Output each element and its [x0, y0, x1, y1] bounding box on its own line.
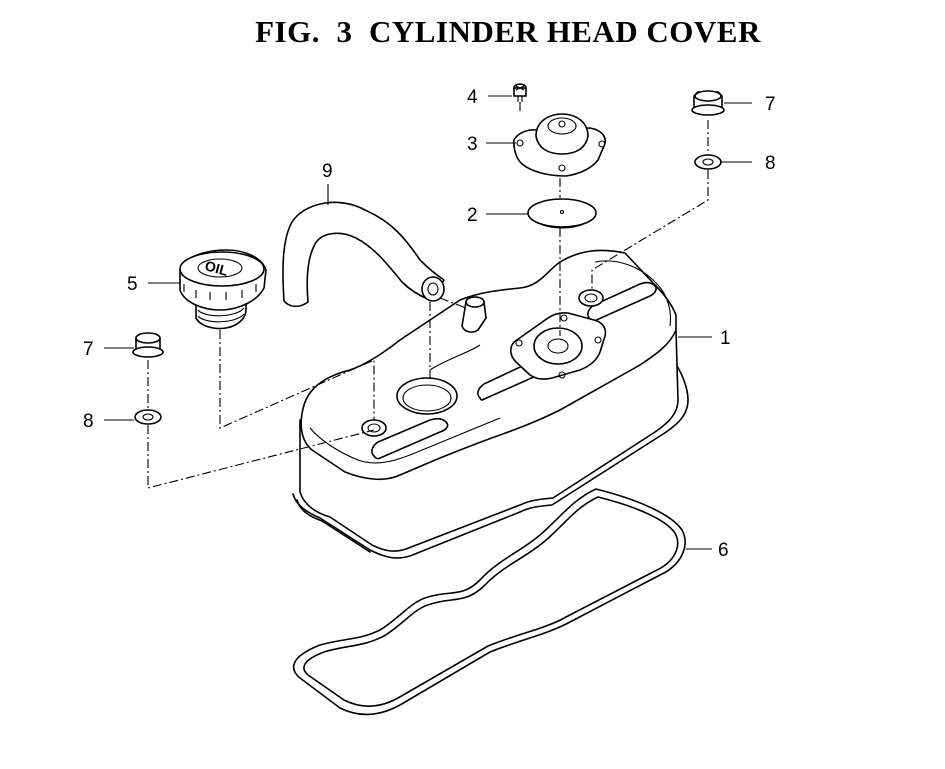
callout-5: 5 [127, 274, 138, 295]
part-9-breather-hose [282, 201, 445, 308]
callout-7-right: 7 [765, 94, 776, 115]
callout-4: 4 [467, 87, 478, 108]
part-8-washer-left [134, 409, 162, 425]
part-6-gasket [292, 488, 686, 716]
callout-2: 2 [467, 205, 478, 226]
part-7-nut-left [132, 332, 164, 358]
callout-6: 6 [718, 540, 729, 561]
callout-9: 9 [322, 161, 333, 182]
figure-title: FIG. 3 CYLINDER HEAD COVER [255, 14, 761, 49]
part-8-washer-right [694, 154, 722, 170]
part-7-nut-right [691, 90, 725, 116]
part-4-screw [513, 83, 527, 102]
callout-7-left: 7 [83, 339, 94, 360]
callout-numbers: 1 2 3 4 5 6 7 8 7 8 9 [83, 87, 776, 561]
callout-8-right: 8 [765, 153, 776, 174]
leader-lines [104, 95, 752, 550]
part-5-oil-filler-cap: OIL [179, 249, 267, 330]
oil-cap-label: OIL [203, 257, 230, 279]
part-3-breather-cover [512, 113, 606, 177]
part-2-breather-plate [527, 198, 597, 229]
callout-1: 1 [720, 328, 731, 349]
part-1-cover-body [292, 249, 689, 559]
callout-8-left: 8 [83, 411, 94, 432]
alignment-lines [147, 102, 709, 489]
callout-3: 3 [467, 134, 478, 155]
